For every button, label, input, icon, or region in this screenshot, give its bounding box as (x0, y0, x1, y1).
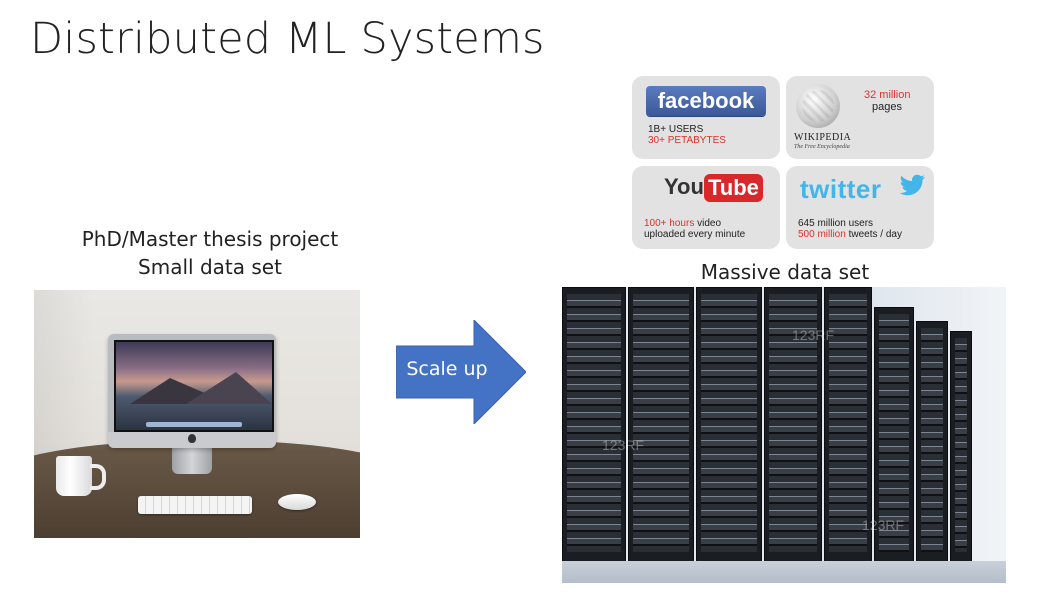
server-rack (696, 287, 762, 583)
server-rack (950, 331, 972, 583)
server-rack (764, 287, 822, 583)
twitter-logo: twitter (800, 174, 882, 204)
facebook-logo: facebook (646, 86, 766, 116)
twitter-tile: twitter 645 million users 500 million tw… (786, 166, 934, 249)
wikipedia-unit: pages (872, 101, 902, 113)
dock-bar (146, 422, 242, 427)
photo-watermark: 123RF (862, 517, 905, 533)
wikipedia-globe-icon (796, 84, 840, 128)
monitor-screen (114, 340, 274, 432)
wikipedia-tagline: The Free Encyclopedia (794, 144, 850, 150)
server-room-photo: 123RF 123RF 123RF (562, 287, 1006, 583)
wikipedia-tile: 32 million pages WIKIPEDIA The Free Ency… (786, 76, 934, 159)
coffee-mug (56, 456, 92, 496)
data-source-logos: facebook 1B+ USERS 30+ PETABYTES 32 mill… (632, 76, 934, 250)
slide-title: Distributed ML Systems (30, 14, 545, 64)
arrow-label: Scale up (406, 358, 488, 380)
right-caption-dataset: Massive data set (700, 260, 870, 284)
keyboard (138, 496, 252, 514)
youtube-stat-line1: 100+ hours video (644, 218, 721, 229)
server-rack (916, 321, 948, 583)
apple-icon (188, 434, 196, 443)
scale-up-arrow (396, 320, 526, 424)
server-room-floor (562, 561, 1006, 583)
imac-monitor (108, 334, 276, 448)
facebook-petabytes: 30+ PETABYTES (648, 135, 726, 146)
left-caption-dataset: Small data set (138, 255, 282, 279)
mouse (278, 494, 316, 510)
server-rack (874, 307, 914, 583)
wikipedia-wordmark: WIKIPEDIA (794, 132, 852, 143)
youtube-hours: 100+ hours (644, 218, 695, 229)
desktop-computer-photo (34, 290, 360, 538)
youtube-logo-you: You (664, 174, 704, 199)
facebook-tile: facebook 1B+ USERS 30+ PETABYTES (632, 76, 780, 159)
twitter-tweet-unit: tweets / day (845, 229, 902, 240)
photo-watermark: 123RF (602, 437, 645, 453)
wikipedia-count: 32 million (864, 89, 911, 101)
bird-icon (900, 174, 926, 196)
twitter-tweets: 500 million tweets / day (798, 229, 902, 240)
monitor-stand (172, 448, 212, 474)
left-caption-project: PhD/Master thesis project (81, 227, 339, 251)
photo-watermark: 123RF (792, 327, 835, 343)
youtube-stat-line2: uploaded every minute (644, 229, 746, 240)
twitter-users: 645 million users (798, 218, 874, 229)
youtube-tile: You Tube 100+ hours video uploaded every… (632, 166, 780, 249)
youtube-logo-tube: Tube (704, 174, 763, 202)
facebook-users: 1B+ USERS (648, 124, 704, 135)
twitter-tweet-count: 500 million (798, 229, 846, 240)
server-rack (562, 287, 626, 583)
server-rack (628, 287, 694, 583)
server-rack (824, 287, 872, 583)
youtube-video-word: video (694, 218, 722, 229)
